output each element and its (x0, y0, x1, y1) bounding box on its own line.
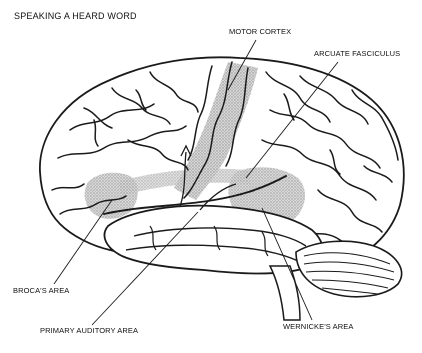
brocas-area-label: BROCA'S AREA (13, 287, 69, 295)
diagram-title: SPEAKING A HEARD WORD (14, 12, 137, 21)
motor-cortex-label: MOTOR CORTEX (229, 28, 291, 36)
arcuate-fasciculus-label: ARCUATE FASCICULUS (314, 50, 400, 58)
brain-stem (270, 266, 300, 320)
cerebellum (296, 241, 402, 297)
primary-auditory-area-label: PRIMARY AUDITORY AREA (40, 327, 138, 335)
wernickes-area-label: WERNICKE'S AREA (283, 323, 353, 331)
